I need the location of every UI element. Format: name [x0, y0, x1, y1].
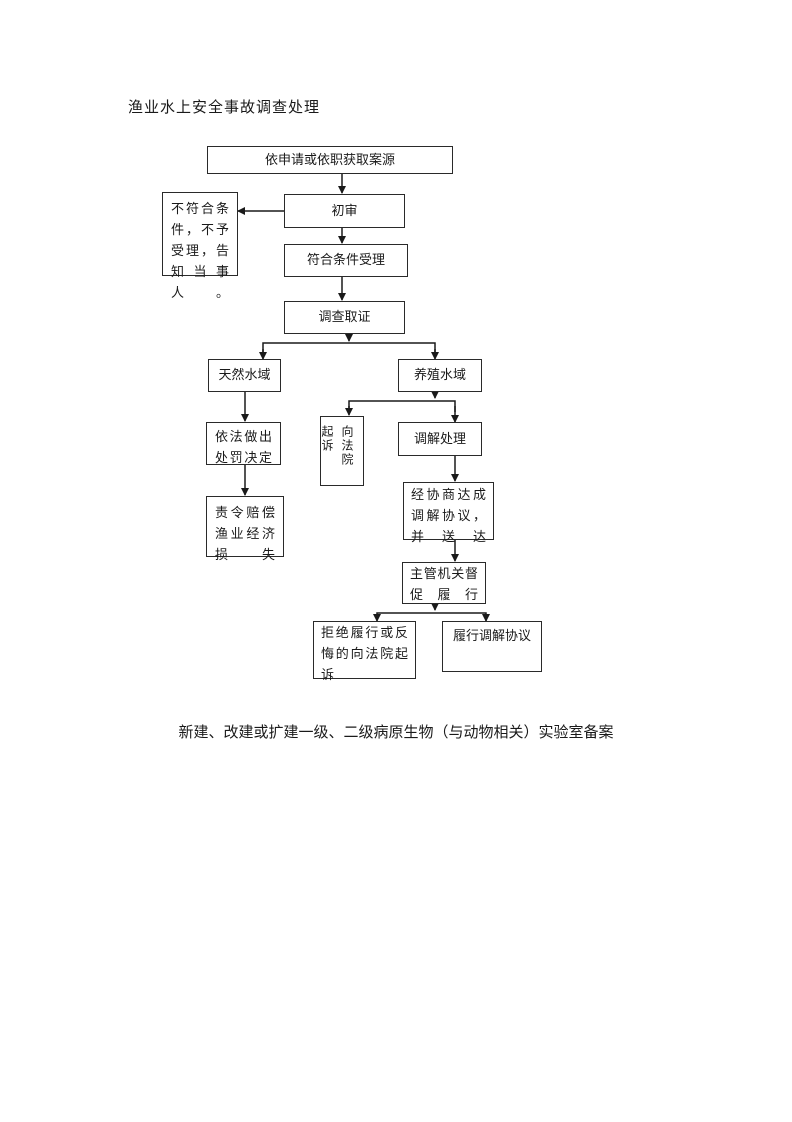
node-agreement: 经协商达成调解协议，并送达	[403, 482, 494, 545]
branch-line-outcome	[376, 612, 487, 620]
node-penalty-decision: 依法做出处罚决定	[206, 422, 281, 466]
node-perform: 履行调解协议	[442, 621, 542, 672]
node-investigation: 调查取证	[284, 301, 405, 334]
node-initial-review: 初审	[284, 194, 405, 228]
node-natural-waters: 天然水域	[208, 359, 281, 392]
node-aquaculture-waters: 养殖水域	[398, 359, 482, 392]
node-supervision: 主管机关督促履行	[402, 562, 486, 604]
node-mediation: 调解处理	[398, 422, 482, 456]
page-title: 渔业水上安全事故调查处理	[128, 98, 321, 116]
caption: 新建、改建或扩建一级、二级病原生物（与动物相关）实验室备案	[178, 723, 614, 741]
node-sue-court: 向法院起诉	[320, 416, 364, 486]
node-compensation: 责令赔偿渔业经济损失	[206, 496, 284, 563]
branch-line-mediation	[348, 400, 456, 412]
node-not-qualified: 不符合条件，不予受理，告知当事人。	[162, 192, 238, 301]
node-refuse: 拒绝履行或反悔的向法院起诉	[313, 621, 416, 683]
node-source: 依申请或依职获取案源	[207, 146, 453, 174]
node-qualified: 符合条件受理	[284, 244, 408, 277]
branch-line-waters	[262, 342, 436, 355]
